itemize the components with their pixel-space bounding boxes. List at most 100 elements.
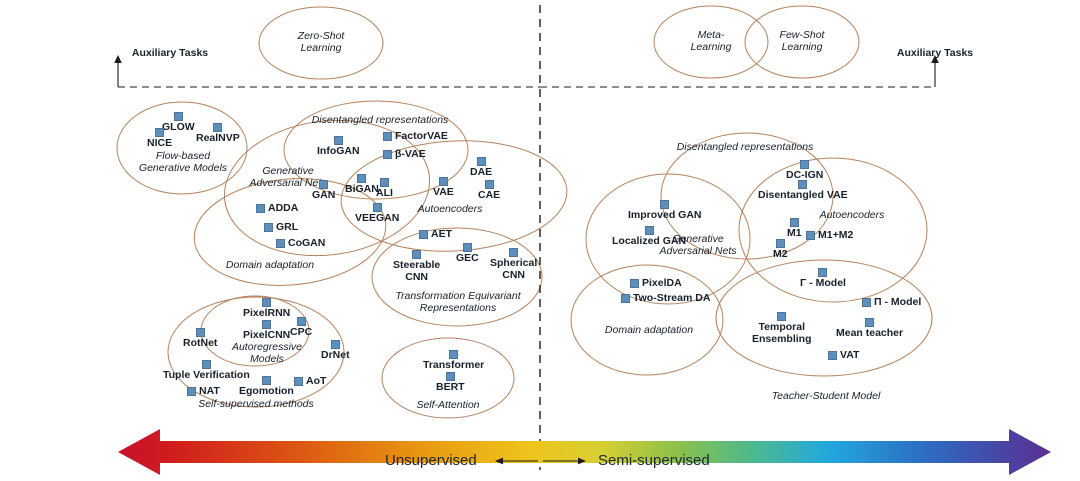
group-label-line1: Generative [262, 165, 314, 177]
node-two-stream-da[interactable]: Two-Stream DA [621, 292, 710, 304]
marker-icon [449, 350, 459, 359]
node-bigan[interactable]: BiGAN [345, 174, 379, 195]
marker-icon [775, 239, 785, 248]
marker-icon [660, 200, 670, 209]
node-egomotion[interactable]: Egomotion [239, 376, 294, 397]
marker-icon [330, 340, 340, 349]
node-nice[interactable]: NICE [147, 128, 172, 149]
marker-icon [789, 218, 799, 227]
node-improved-gan[interactable]: Improved GAN [628, 200, 702, 221]
marker-icon [379, 178, 389, 187]
node-label: Egomotion [239, 385, 294, 397]
node-cae[interactable]: CAE [478, 180, 500, 201]
auxiliary-arrow-right [931, 55, 939, 87]
node-nat[interactable]: NAT [187, 385, 220, 397]
node-pixelda[interactable]: PixelDA [630, 277, 682, 289]
node-m1[interactable]: M1 [787, 218, 802, 239]
group-label-line2: Generative Models [138, 162, 228, 175]
marker-icon [630, 279, 639, 288]
group-label-autoencoders-right: Autoencoders [819, 209, 885, 221]
marker-icon [201, 360, 211, 369]
marker-icon [419, 230, 428, 239]
marker-icon [187, 387, 196, 396]
marker-icon [383, 132, 392, 141]
semisupervised-direction-arrow [543, 457, 586, 465]
node-label: GAN [312, 189, 336, 201]
node-beta-vae[interactable]: β-VAE [383, 148, 426, 160]
node-transformer[interactable]: Transformer [423, 350, 484, 371]
node-cpc[interactable]: CPC [290, 317, 312, 338]
ellipse-domain-adaptation-right [570, 264, 724, 376]
node-label: NICE [147, 137, 173, 149]
node-m1-plus-m2[interactable]: M1+M2 [806, 229, 853, 241]
node-infogan[interactable]: InfoGAN [317, 136, 360, 157]
ellipse-flow-based-generative-models [116, 101, 248, 195]
group-label-line2: Learning [300, 42, 342, 55]
node-gan[interactable]: GAN [312, 180, 335, 201]
right-ellipses [570, 132, 933, 377]
node-aot[interactable]: AoT [294, 375, 326, 387]
node-tuple-verification[interactable]: Tuple Verification [163, 360, 250, 381]
node-rotnet[interactable]: RotNet [183, 328, 217, 349]
node-glow[interactable]: GLOW [162, 112, 195, 133]
node-grl[interactable]: GRL [264, 221, 299, 233]
node-aet[interactable]: AET [419, 228, 452, 240]
marker-icon [862, 298, 871, 307]
node-steerable-cnn[interactable]: Steerable CNN [393, 250, 440, 283]
node-vat[interactable]: VAT [828, 349, 860, 361]
node-pixelcnn[interactable]: PixelCNN [243, 320, 290, 341]
node-label-line2: CNN [405, 271, 429, 284]
unsupervised-direction-arrow [495, 457, 538, 465]
node-gec[interactable]: GEC [456, 243, 479, 264]
node-mean-teacher[interactable]: Mean teacher [836, 318, 903, 339]
node-dc-ign[interactable]: DC-IGN [786, 160, 823, 181]
node-label: GEC [456, 252, 479, 264]
marker-icon [173, 112, 183, 121]
top-auxiliary-ellipses [258, 5, 860, 80]
node-label: VAT [840, 349, 860, 361]
ellipse-generative-adversarial-nets-right [585, 173, 751, 305]
group-label-line2: Learning [690, 41, 732, 54]
node-label: Improved GAN [628, 209, 702, 221]
ellipse-transformation-equivariant-representations [371, 227, 543, 327]
node-adda[interactable]: ADDA [256, 202, 299, 214]
node-vae[interactable]: VAE [433, 177, 454, 198]
node-spherical-cnn[interactable]: Spherical CNN [490, 248, 537, 281]
node-bert[interactable]: BERT [436, 372, 465, 393]
marker-icon [319, 180, 329, 189]
ellipse-disentangled-representations-left [283, 100, 469, 200]
node-label: BERT [436, 381, 465, 393]
node-pi-model[interactable]: Π - Model [862, 296, 921, 308]
node-label-line1: Spherical [490, 257, 538, 269]
ellipse-self-supervised-methods [167, 296, 345, 408]
group-label-line1: Meta- [697, 29, 725, 41]
node-dae[interactable]: DAE [470, 157, 492, 178]
group-label-line1: Autoregressive [231, 341, 303, 353]
marker-icon [262, 320, 272, 329]
node-label: Γ - Model [800, 277, 846, 289]
marker-icon [798, 180, 808, 189]
node-ali[interactable]: ALI [376, 178, 393, 199]
node-label: ALI [376, 187, 393, 199]
node-pixelrnn[interactable]: PixelRNN [243, 298, 290, 319]
marker-icon [621, 294, 630, 303]
node-drnet[interactable]: DrNet [321, 340, 350, 361]
node-label: CPC [290, 326, 313, 338]
node-localized-gan[interactable]: Localized GAN [612, 226, 686, 247]
node-disentangled-vae[interactable]: Disentangled VAE [758, 180, 848, 201]
node-m2[interactable]: M2 [773, 239, 788, 260]
axis-label-auxiliary-tasks-right: Auxiliary Tasks [896, 47, 974, 59]
node-realnvp[interactable]: RealNVP [196, 123, 240, 144]
node-gamma-model[interactable]: Γ - Model [800, 268, 846, 289]
node-label: CoGAN [288, 237, 326, 249]
node-veegan[interactable]: VEEGAN [355, 203, 399, 224]
node-temporal-ensembling[interactable]: Temporal Ensembling [752, 312, 812, 345]
node-cogan[interactable]: CoGAN [276, 237, 326, 249]
group-label-line1: Few-Shot [779, 29, 825, 41]
node-factorvae[interactable]: FactorVAE [383, 130, 448, 142]
group-label-zero-shot-learning: Zero-Shot Learning [281, 30, 361, 55]
node-label: GRL [276, 221, 299, 233]
marker-icon [445, 372, 455, 381]
marker-icon [333, 136, 343, 145]
node-label: ADDA [268, 202, 299, 214]
